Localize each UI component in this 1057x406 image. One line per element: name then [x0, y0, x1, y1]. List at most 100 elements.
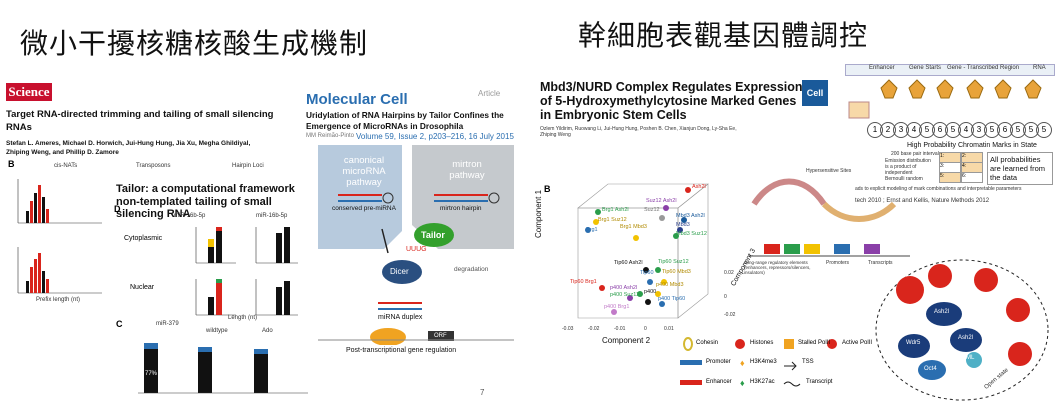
bar: [30, 267, 33, 293]
bar: [38, 253, 41, 293]
bar: [42, 197, 45, 223]
label-enhancer: Enhancer: [869, 65, 895, 71]
element: [834, 244, 850, 254]
label-p400-suz12: p400 Suz12: [610, 292, 640, 298]
bar: [216, 279, 222, 283]
label-brg1-suz12: Brg1 Suz12: [598, 217, 627, 223]
bar: [216, 231, 222, 263]
canonical-line1: canonical: [343, 155, 385, 166]
promoter-icon: [680, 360, 702, 365]
canonical-pathway-label: canonical microRNA pathway: [324, 155, 404, 188]
panel-c-label: C: [116, 319, 123, 329]
nucleosome: [974, 268, 998, 292]
point-suz12-ash2l: [663, 205, 669, 211]
state-marks: [848, 79, 1042, 119]
canonical-line2: microRNA: [342, 166, 386, 177]
protein-label-wdr5: Wdr5: [906, 340, 921, 346]
chromatin-loop: [821, 201, 897, 222]
element: [804, 244, 820, 254]
nucleosome: [896, 276, 924, 304]
cell-logo: Cell: [802, 80, 828, 106]
bar: [144, 343, 158, 393]
science-c-bars: [138, 343, 308, 394]
orf-box: [428, 331, 454, 341]
point-tip60-brg1: [599, 285, 605, 291]
bar: [276, 287, 282, 315]
state-top-bar: [845, 64, 1055, 76]
mirna-duplex-label: miRNA duplex: [378, 314, 423, 321]
promoters-label: Promoters: [826, 260, 850, 266]
bar: [284, 227, 290, 263]
label-suz12-ash2l: Suz12 Ash2l: [646, 198, 677, 204]
mark: [966, 79, 984, 99]
regulatory-diagram-panel: Hypersensitive Sites Long-range regulato…: [744, 164, 914, 275]
citation: tech 2010 ; Ernst and Kellis, Nature Met…: [855, 198, 990, 204]
bar: [42, 271, 45, 293]
tailor-label: Tailor: [421, 230, 445, 240]
state-circle: 5: [1036, 122, 1052, 138]
cube-side: [677, 183, 709, 319]
legend-h3k27ac: H3K27ac: [750, 379, 775, 385]
bar: [26, 281, 29, 293]
bar: [254, 349, 268, 393]
col-label-cisnats: cis-NATs: [54, 163, 78, 169]
label-brg1-mbd3: Brg1 Mbd3: [620, 224, 647, 230]
legend-box: [848, 101, 870, 119]
h3k4me3-icon: ♦: [740, 358, 745, 368]
mirtron-pathway-label: mirtron pathway: [432, 159, 502, 181]
point-p400: [645, 299, 651, 305]
bar: [38, 185, 41, 223]
hypersensitive-label: Hypersensitive Sites: [806, 168, 852, 174]
point-p400-ash2l: [627, 295, 633, 301]
label-p400: p400: [644, 289, 657, 295]
science-title-line2: RNAs: [6, 122, 32, 133]
dicer-enzyme: [382, 260, 422, 284]
nucleosome: [1006, 298, 1030, 322]
bar: [30, 201, 33, 223]
bar: [34, 259, 37, 293]
active-polii-icon: [827, 339, 837, 349]
col-label-hairpin: Hairpin Loci: [232, 163, 264, 169]
y-tick-0: 0.02: [724, 270, 734, 276]
point-brg1: [585, 227, 591, 233]
mc-volume: Volume 59, Issue 2, p203–216, 16 July 20…: [356, 132, 514, 141]
point-tip60: [647, 279, 653, 285]
risc: [370, 328, 406, 345]
nucleosome-diagram: [875, 259, 1049, 401]
degradation-label: degradation: [454, 266, 489, 273]
point-p400-suz12: [637, 291, 643, 297]
emission-note: Emission distribution is a product of in…: [885, 158, 931, 182]
bar: [198, 347, 212, 352]
cell-panel-b: B: [544, 184, 551, 194]
label-mbd3-ash2l: Mbd3 Ash2l: [676, 213, 705, 219]
cohesin-icon: [683, 337, 693, 351]
label-suz12: Suz12: [644, 207, 660, 213]
label-brg1-ash2l: Brg1 Ash2l: [602, 207, 629, 213]
row-label-nuclear: Nuclear: [130, 284, 155, 291]
label-ash2l: Ash2l: [692, 184, 706, 190]
point-brg1-suz12: [593, 219, 599, 225]
mirtron-line1: mirtron: [452, 159, 482, 170]
stalled-polii-icon: [784, 339, 794, 349]
mc-journal: Molecular Cell: [306, 91, 408, 108]
label-tip60: Tip60: [640, 270, 654, 276]
label-gene-starts: Gene Starts: [909, 65, 942, 71]
canonical-line3: pathway: [346, 177, 382, 188]
mark: [936, 79, 954, 99]
cell-title-line2: of 5-Hydroxymethylcytosine Marked Genes: [540, 94, 797, 108]
legend-transcript: Transcript: [806, 379, 833, 385]
science-authors-line1: Stefan L. Ameres, Michael D. Horwich, Ju…: [6, 140, 251, 147]
point-brg1-ash2l: [595, 209, 601, 215]
bar: [216, 227, 222, 231]
pre-mirna-loop: [382, 192, 394, 204]
bar: [208, 239, 214, 247]
mark: [994, 79, 1012, 99]
bar: [34, 193, 37, 223]
molecular-cell-panel: Molecular Cell Article Uridylation of RN…: [304, 85, 516, 403]
label-mbd3-suz12: Mbd3 Suz12: [676, 231, 707, 237]
enhancer-icon: [680, 380, 702, 385]
point-p400-mbd3: [655, 291, 661, 297]
legend-panel: ♦ ♦ Cohesin Histones Stalled PolII Activ…: [680, 336, 890, 402]
protein-label-oct4: Oct4: [924, 366, 937, 372]
bar: [254, 349, 268, 354]
